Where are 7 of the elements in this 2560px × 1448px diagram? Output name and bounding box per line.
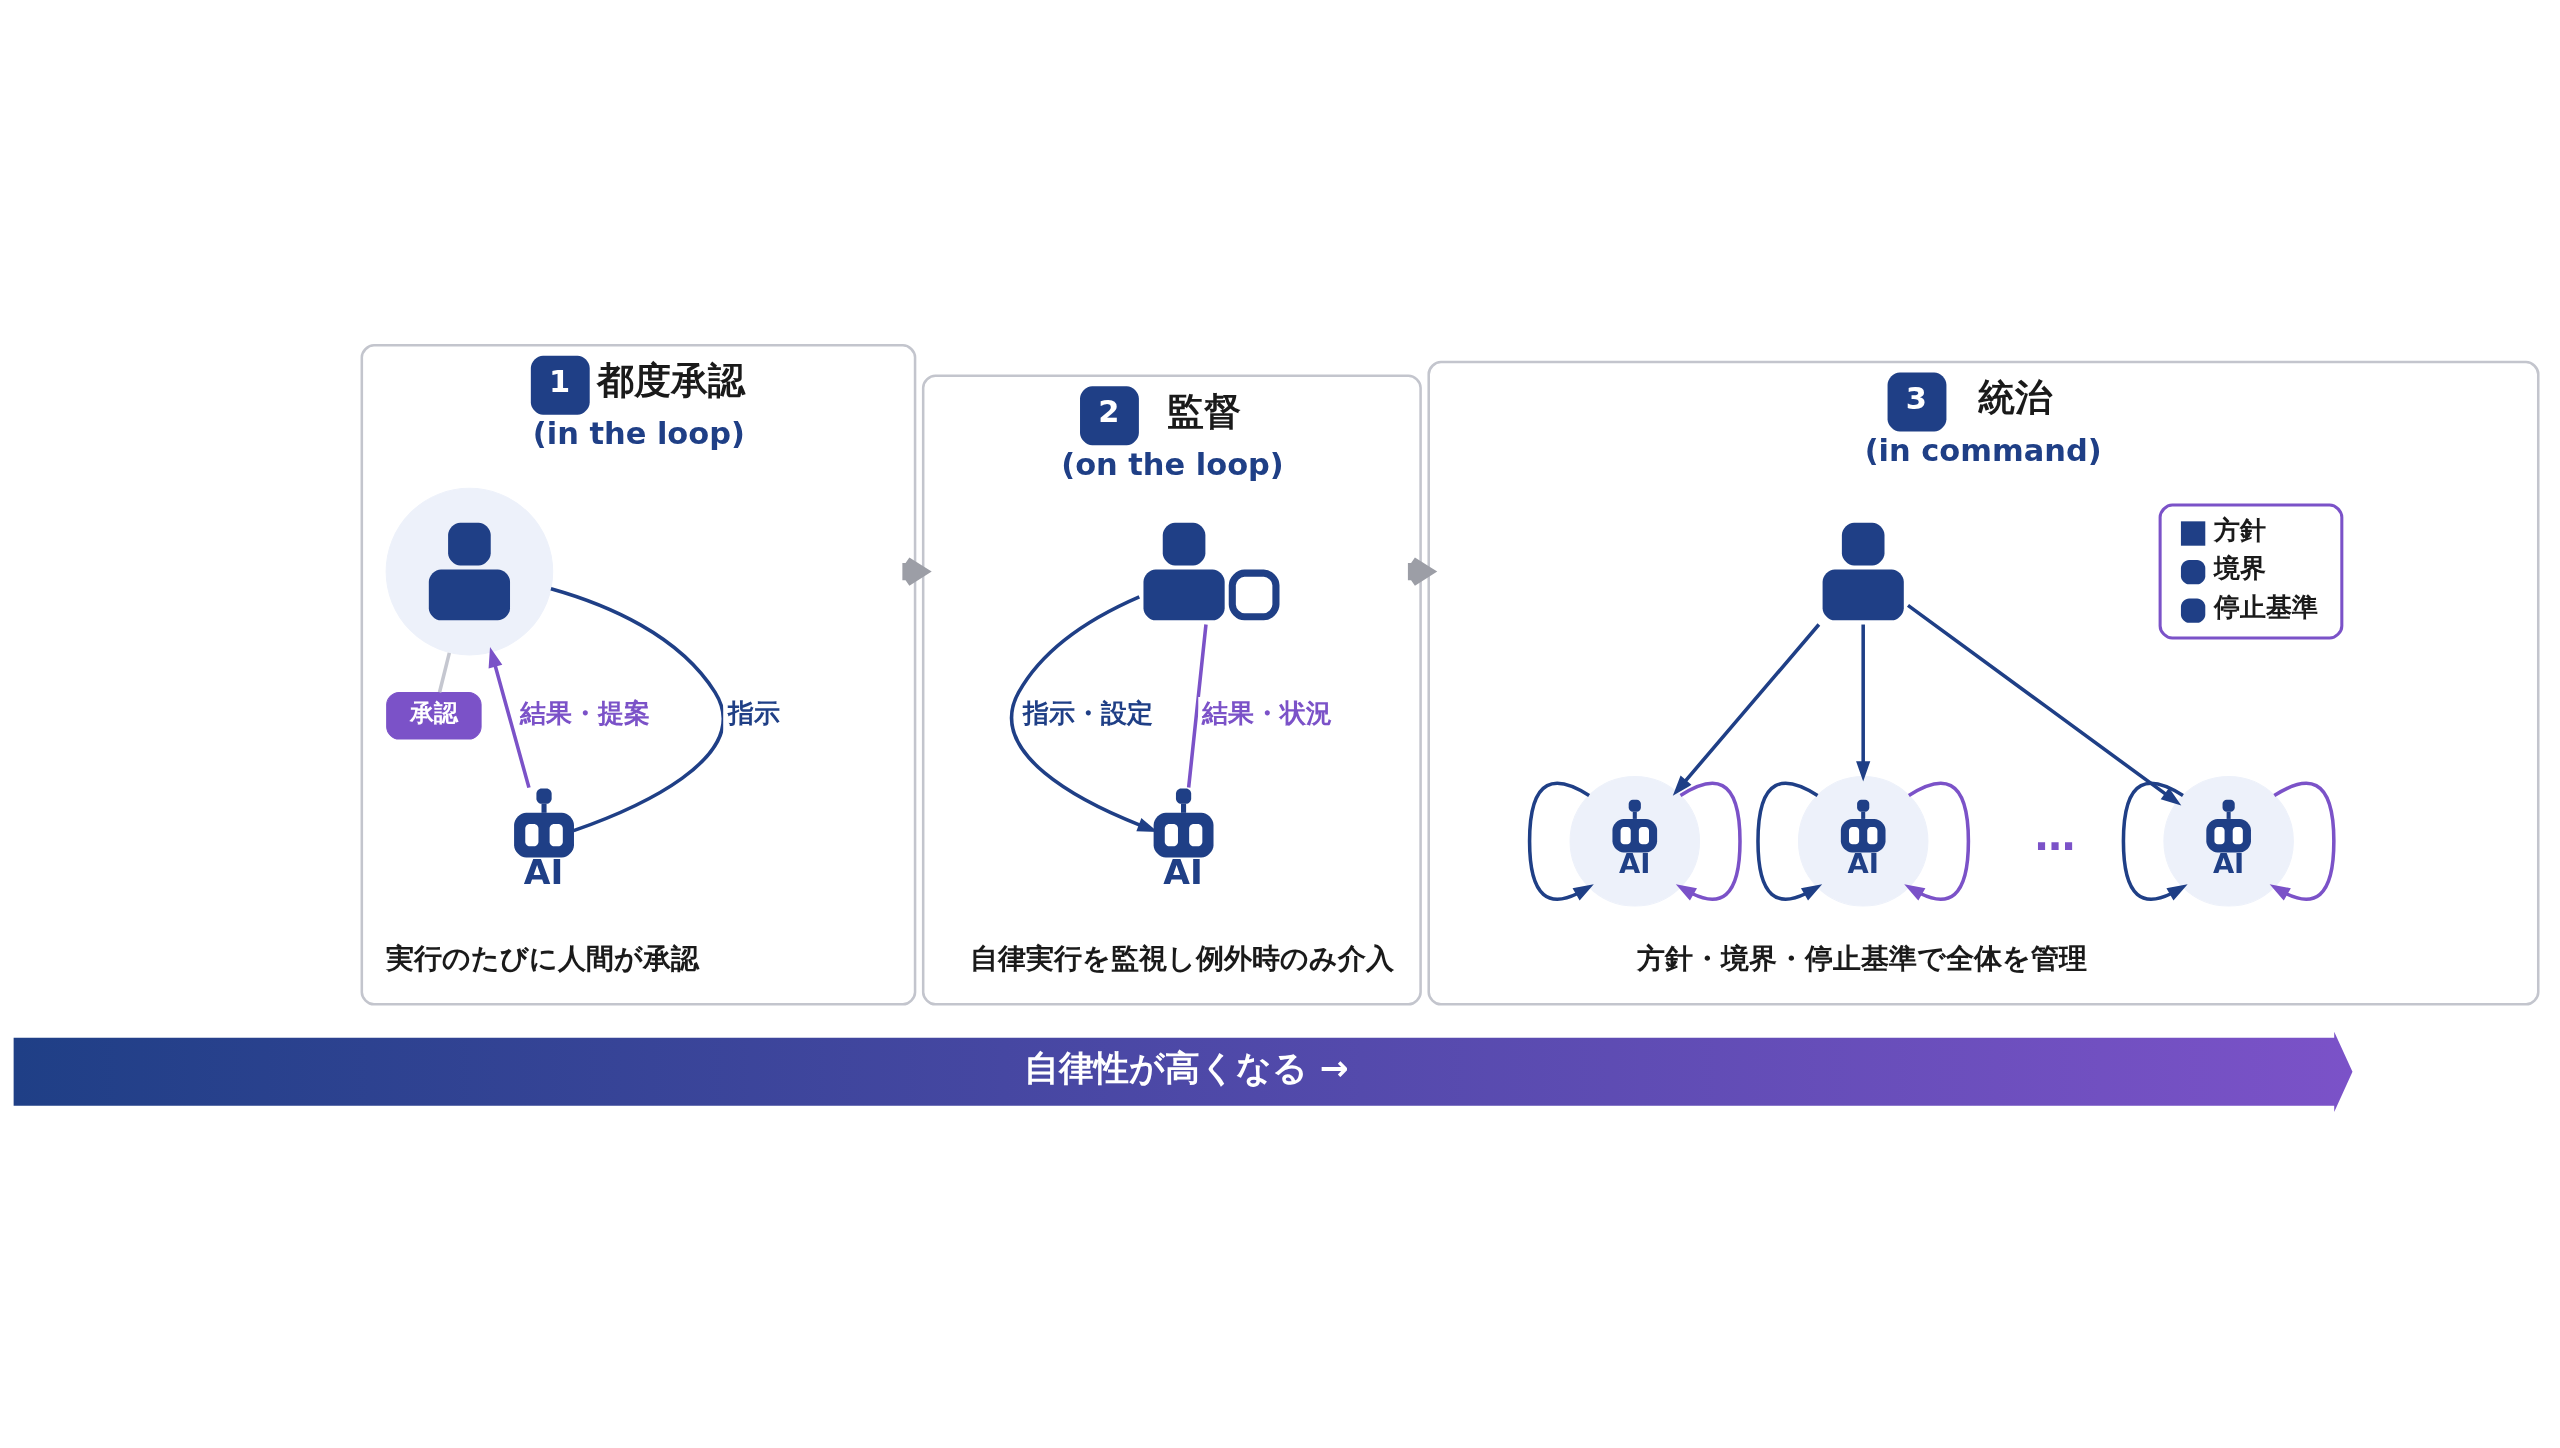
edge-label: 指示 <box>727 697 780 728</box>
edge-label: 結果・状況 <box>1202 697 1333 728</box>
edge-label: 指示・設定 <box>1022 697 1153 728</box>
node-label: AI <box>1163 851 1203 892</box>
edge-label: 結果・提案 <box>520 697 651 728</box>
node-label: AI <box>523 851 564 892</box>
label: … <box>2034 811 2076 860</box>
